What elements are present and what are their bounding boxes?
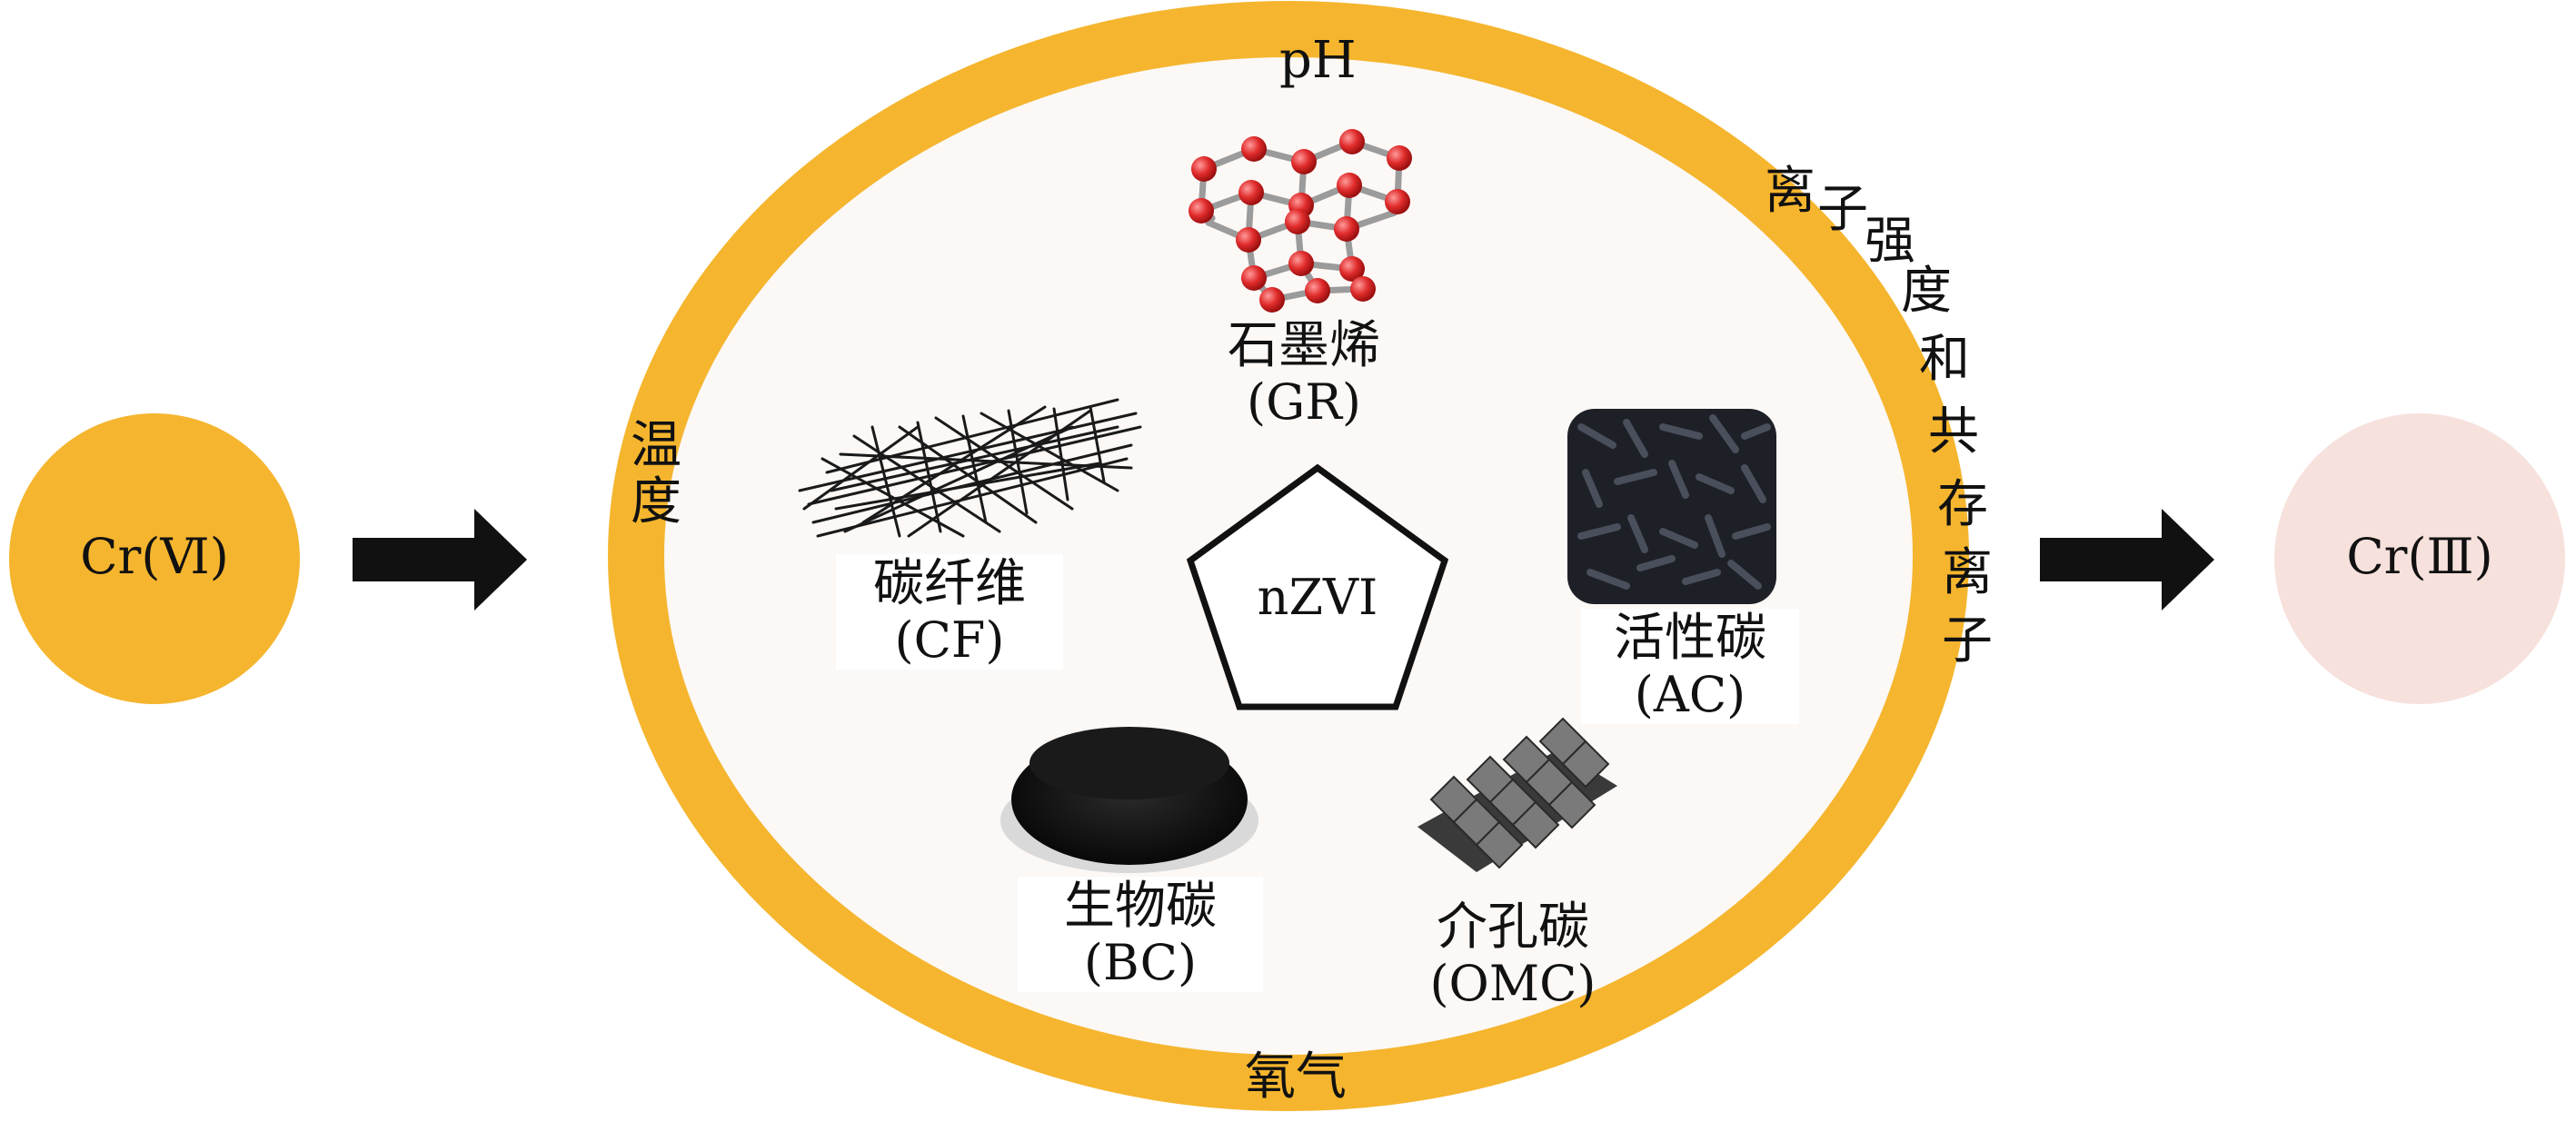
factor-ionic-strength-char: 度 xyxy=(1901,262,1952,321)
product-circle xyxy=(2274,413,2565,704)
product-label: Cr(Ⅲ) xyxy=(2346,528,2493,585)
factor-ionic-strength-char: 和 xyxy=(1919,330,1970,389)
graphene-label: 石墨烯 (GR) xyxy=(1190,316,1417,431)
output-arrow xyxy=(2040,509,2214,611)
factor-temperature-char: 度 xyxy=(631,472,681,531)
biochar-image xyxy=(1000,727,1258,873)
carbon-fiber-label: 碳纤维 (CF) xyxy=(836,554,1063,670)
factor-ionic-strength-char: 强 xyxy=(1865,212,1915,271)
carbon-fiber-abbr: (CF) xyxy=(894,611,1005,669)
factor-ionic-strength-char: 共 xyxy=(1928,402,1979,462)
mesoporous-carbon-name: 介孔碳 xyxy=(1437,898,1589,957)
factor-ionic-strength-char: 存 xyxy=(1937,475,1988,534)
factor-ionic-strength-label: 离子强度和共存离子 xyxy=(1763,162,1993,672)
factor-ionic-strength-char: 子 xyxy=(1817,180,1868,239)
factor-ph-label: pH xyxy=(1279,31,1357,90)
nzvi-label: nZVI xyxy=(1257,569,1378,626)
factor-ionic-strength-char: 子 xyxy=(1942,611,1993,670)
factor-ionic-strength-char: 离 xyxy=(1765,162,1815,221)
carbon-fiber-image xyxy=(798,398,1142,538)
factor-temperature-label: 温度 xyxy=(627,418,685,530)
factor-temperature-char: 温 xyxy=(631,416,681,475)
biochar-label: 生物碳 (BC) xyxy=(1018,877,1263,993)
mesoporous-carbon-label: 介孔碳 (OMC) xyxy=(1395,899,1631,1011)
biochar-name: 生物碳 xyxy=(1064,877,1217,936)
graphene-image xyxy=(1189,129,1412,313)
graphene-abbr: (GR) xyxy=(1247,372,1361,431)
factor-ionic-strength-char: 离 xyxy=(1942,543,1993,602)
factor-oxygen-label: 氧气 xyxy=(1245,1048,1347,1107)
activated-carbon-label: 活性碳 (AC) xyxy=(1581,609,1799,725)
mesoporous-carbon-image xyxy=(1417,717,1617,872)
biochar-abbr: (BC) xyxy=(1083,933,1198,991)
graphene-name: 石墨烯 xyxy=(1228,316,1380,375)
nzvi-pentagon xyxy=(1186,463,1449,710)
activated-carbon-image xyxy=(1567,409,1776,604)
carbon-fiber-name: 碳纤维 xyxy=(873,554,1026,613)
source-label: Cr(Ⅵ) xyxy=(80,528,229,585)
mesoporous-carbon-abbr: (OMC) xyxy=(1429,954,1596,1012)
activated-carbon-name: 活性碳 xyxy=(1614,609,1766,668)
source-circle xyxy=(9,413,300,704)
input-arrow xyxy=(353,509,527,611)
activated-carbon-abbr: (AC) xyxy=(1634,665,1746,723)
